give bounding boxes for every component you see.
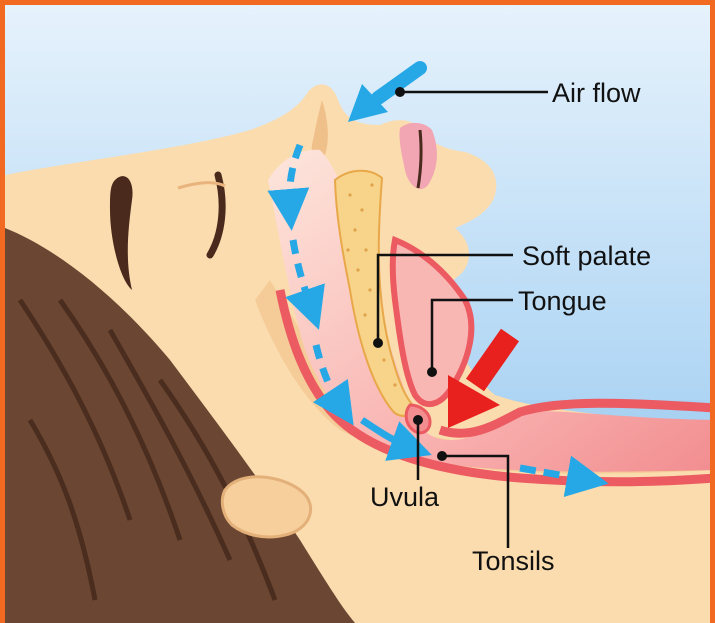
leader-dot-icon	[373, 338, 383, 348]
sleep-apnea-diagram: Air flow Soft palate Tongue Uvula Tonsil…	[5, 5, 710, 623]
label-tongue: Tongue	[518, 286, 607, 316]
label-soft-palate: Soft palate	[522, 241, 651, 271]
leader-dot-icon	[413, 415, 423, 425]
leader-dot-icon	[395, 87, 405, 97]
label-tonsils: Tonsils	[472, 546, 555, 576]
leader-dot-icon	[427, 367, 437, 377]
label-uvula: Uvula	[370, 482, 440, 512]
label-air-flow: Air flow	[552, 78, 641, 108]
leader-dot-icon	[437, 451, 447, 461]
